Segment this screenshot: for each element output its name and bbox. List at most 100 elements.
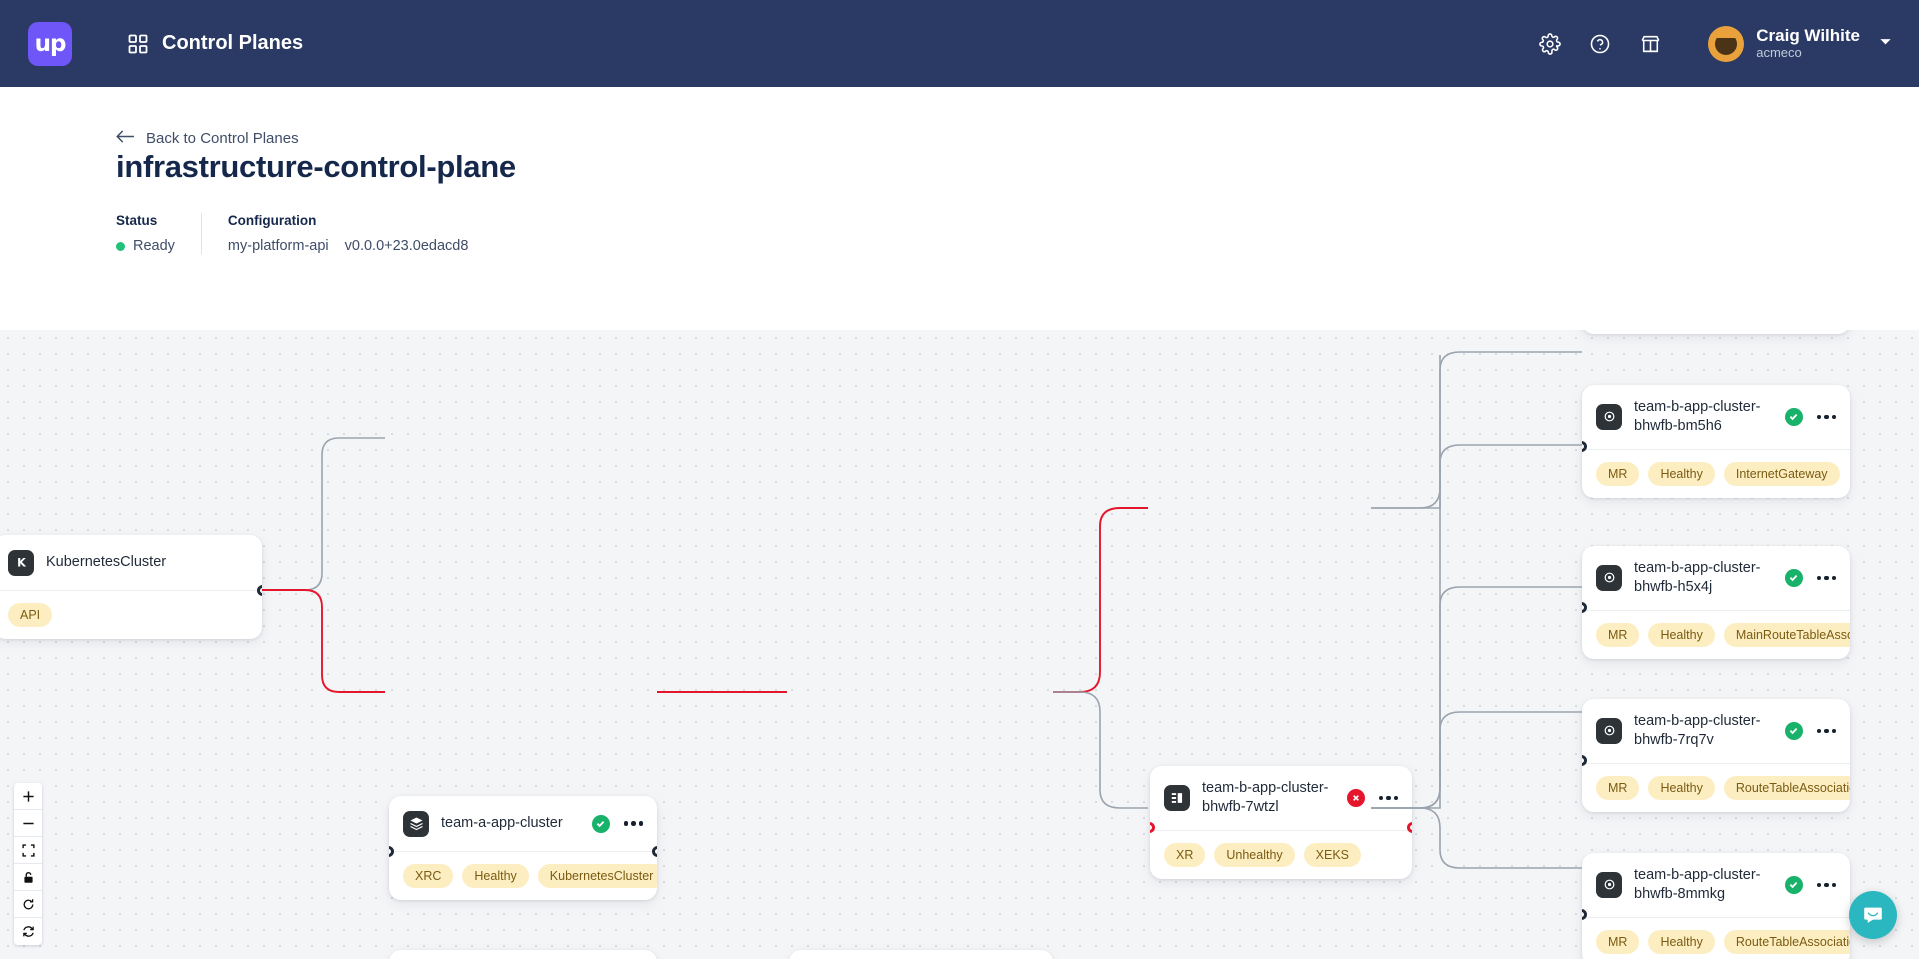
graph-node-team-a-app-cluster[interactable]: team-a-app-cluster XRC Healthy Kubernete… <box>389 796 657 900</box>
node-tags: MR Healthy RouteTableAssociation <box>1582 918 1850 959</box>
node-tags: XRC Healthy KubernetesCluster <box>389 852 657 900</box>
managed-resource-icon <box>1596 403 1622 430</box>
node-title: team-a-app-cluster <box>441 815 563 832</box>
node-tags: XR Unhealthy XEKS <box>1150 831 1412 879</box>
tag-type: RouteTableAssociation <box>1723 929 1850 954</box>
node-menu-button[interactable] <box>1816 414 1836 420</box>
node-tags: MR Healthy InternetGateway <box>1582 450 1850 498</box>
tag-kind: MR <box>1596 775 1640 800</box>
avatar[interactable] <box>1708 25 1745 62</box>
grid-icon[interactable] <box>128 34 148 54</box>
configuration-label: Configuration <box>227 213 317 228</box>
tag-status: Healthy <box>1648 622 1715 647</box>
graph-node-bhwfb-bm5h6[interactable]: team-b-app-cluster-bhwfb-bm5h6 MR Health… <box>1582 385 1850 498</box>
tag-type: XEKS <box>1303 842 1362 867</box>
status-block: Status Ready <box>116 213 175 254</box>
node-handle-left[interactable] <box>1582 602 1587 613</box>
tag-kind: MR <box>1596 461 1640 486</box>
tag-status: Unhealthy <box>1214 842 1295 867</box>
node-menu-button[interactable] <box>1378 795 1398 801</box>
tag-status: Healthy <box>1648 775 1715 800</box>
node-handle-left[interactable] <box>1582 909 1587 920</box>
tag-type: InternetGateway <box>1723 461 1840 486</box>
help-circle-icon[interactable] <box>1589 33 1611 55</box>
lock-button[interactable] <box>14 864 42 891</box>
node-handle-right[interactable] <box>257 585 262 596</box>
configuration-name: my-platform-api <box>227 238 329 254</box>
tag-status: Healthy <box>1648 461 1715 486</box>
configuration-version: v0.0.0+23.0edacd8 <box>344 238 469 254</box>
upbound-logo[interactable]: up <box>28 21 72 66</box>
marketplace-icon[interactable] <box>1639 33 1662 55</box>
topbar-actions: Craig Wilhite acmeco <box>1511 25 1893 62</box>
graph-node-bhwfb-8mmkg[interactable]: team-b-app-cluster-bhwfb-8mmkg MR Health… <box>1582 853 1850 959</box>
node-header: team-b-app-cluster-bhwfb-7wtzl <box>1150 766 1412 831</box>
node-menu-button[interactable] <box>623 821 643 826</box>
nav-title: Control Planes <box>162 32 304 54</box>
avatar-face <box>1715 32 1738 55</box>
node-tags: API <box>0 591 262 639</box>
node-handle-left[interactable] <box>1582 755 1587 766</box>
node-header: K KubernetesCluster <box>0 535 262 591</box>
status-healthy-icon <box>1784 407 1803 426</box>
canvas-controls <box>14 783 42 945</box>
fit-view-button[interactable] <box>14 837 42 864</box>
intercom-chat-button[interactable] <box>1849 891 1897 939</box>
back-link-label: Back to Control Planes <box>146 130 299 147</box>
graph-node-kubernetes-cluster[interactable]: K KubernetesCluster API <box>0 535 262 639</box>
node-header: team-b-app-cluster-bhwfb-8mmkg <box>1582 853 1850 918</box>
status-label: Status <box>116 213 158 228</box>
meta-divider <box>200 213 202 254</box>
arrow-left-icon <box>116 129 135 148</box>
sync-button[interactable] <box>14 918 42 945</box>
graph-node-bhwfb-7rq7v[interactable]: team-b-app-cluster-bhwfb-7rq7v MR Health… <box>1582 699 1850 812</box>
node-title: team-b-app-cluster-bhwfb-7wtzl <box>1202 780 1329 815</box>
node-header: team-b-app-cluster-bhwfb-h5x4j <box>1582 546 1850 611</box>
kubernetes-icon: K <box>8 549 34 576</box>
layers-icon <box>403 810 429 837</box>
node-header: team-b-app-cluster <box>389 950 657 959</box>
status-healthy-icon <box>1784 568 1803 587</box>
node-header: team-b-app-cluster-bhwfb <box>789 950 1053 959</box>
status-healthy-icon <box>591 814 610 833</box>
top-navigation-bar: up Control Planes <box>0 0 1919 87</box>
node-menu-button[interactable] <box>1816 728 1836 734</box>
node-handle-right[interactable] <box>652 846 657 857</box>
status-healthy-icon <box>1784 875 1803 894</box>
back-to-control-planes-link[interactable]: Back to Control Planes <box>116 129 299 148</box>
node-title: team-b-app-cluster-bhwfb-7rq7v <box>1634 713 1761 748</box>
user-org: acmeco <box>1756 44 1802 60</box>
node-menu-button[interactable] <box>1816 575 1836 581</box>
graph-node-bhwfb-h5x4j[interactable]: team-b-app-cluster-bhwfb-h5x4j MR Health… <box>1582 546 1850 659</box>
user-menu[interactable]: Craig Wilhite acmeco <box>1756 26 1860 60</box>
settings-gear-icon[interactable] <box>1539 32 1562 55</box>
tag-status: Healthy <box>462 864 529 888</box>
tag-type: KubernetesCluster <box>537 864 657 888</box>
graph-node-team-b-app-cluster[interactable]: team-b-app-cluster XRC Unhealthy Kuberne… <box>389 950 657 959</box>
managed-resource-icon <box>1596 717 1622 744</box>
status-unhealthy-icon <box>1346 788 1365 807</box>
status-dot-icon <box>116 241 125 251</box>
node-handle-right[interactable] <box>1407 822 1412 833</box>
resource-graph-canvas[interactable]: K KubernetesCluster API team-a-app-clust… <box>0 330 1919 959</box>
avatar-band <box>1708 32 1745 38</box>
zoom-in-button[interactable] <box>14 783 42 810</box>
graph-node-bhwfb-7wtzl[interactable]: team-b-app-cluster-bhwfb-7wtzl XR Unheal… <box>1150 766 1412 879</box>
managed-resource-icon <box>1596 871 1622 898</box>
user-name: Craig Wilhite <box>1756 26 1860 46</box>
zoom-out-button[interactable] <box>14 810 42 837</box>
graph-node-partial[interactable] <box>1582 330 1850 334</box>
status-badge: Ready <box>116 238 175 254</box>
node-menu-button[interactable] <box>1816 882 1836 888</box>
reset-button[interactable] <box>14 891 42 918</box>
node-header: team-b-app-cluster-bhwfb-7rq7v <box>1582 699 1850 764</box>
status-value: Ready <box>133 238 175 254</box>
node-handle-left[interactable] <box>389 846 394 857</box>
configuration-value: my-platform-api v0.0.0+23.0edacd8 <box>228 238 468 254</box>
composite-icon <box>1164 784 1190 811</box>
node-handle-left[interactable] <box>1150 822 1155 833</box>
chevron-down-icon[interactable] <box>1878 34 1893 54</box>
node-handle-left[interactable] <box>1582 441 1587 452</box>
graph-node-team-b-app-cluster-bhwfb[interactable]: team-b-app-cluster-bhwfb XR Unhealthy XK… <box>789 950 1053 959</box>
tag-status: Healthy <box>1648 929 1715 954</box>
